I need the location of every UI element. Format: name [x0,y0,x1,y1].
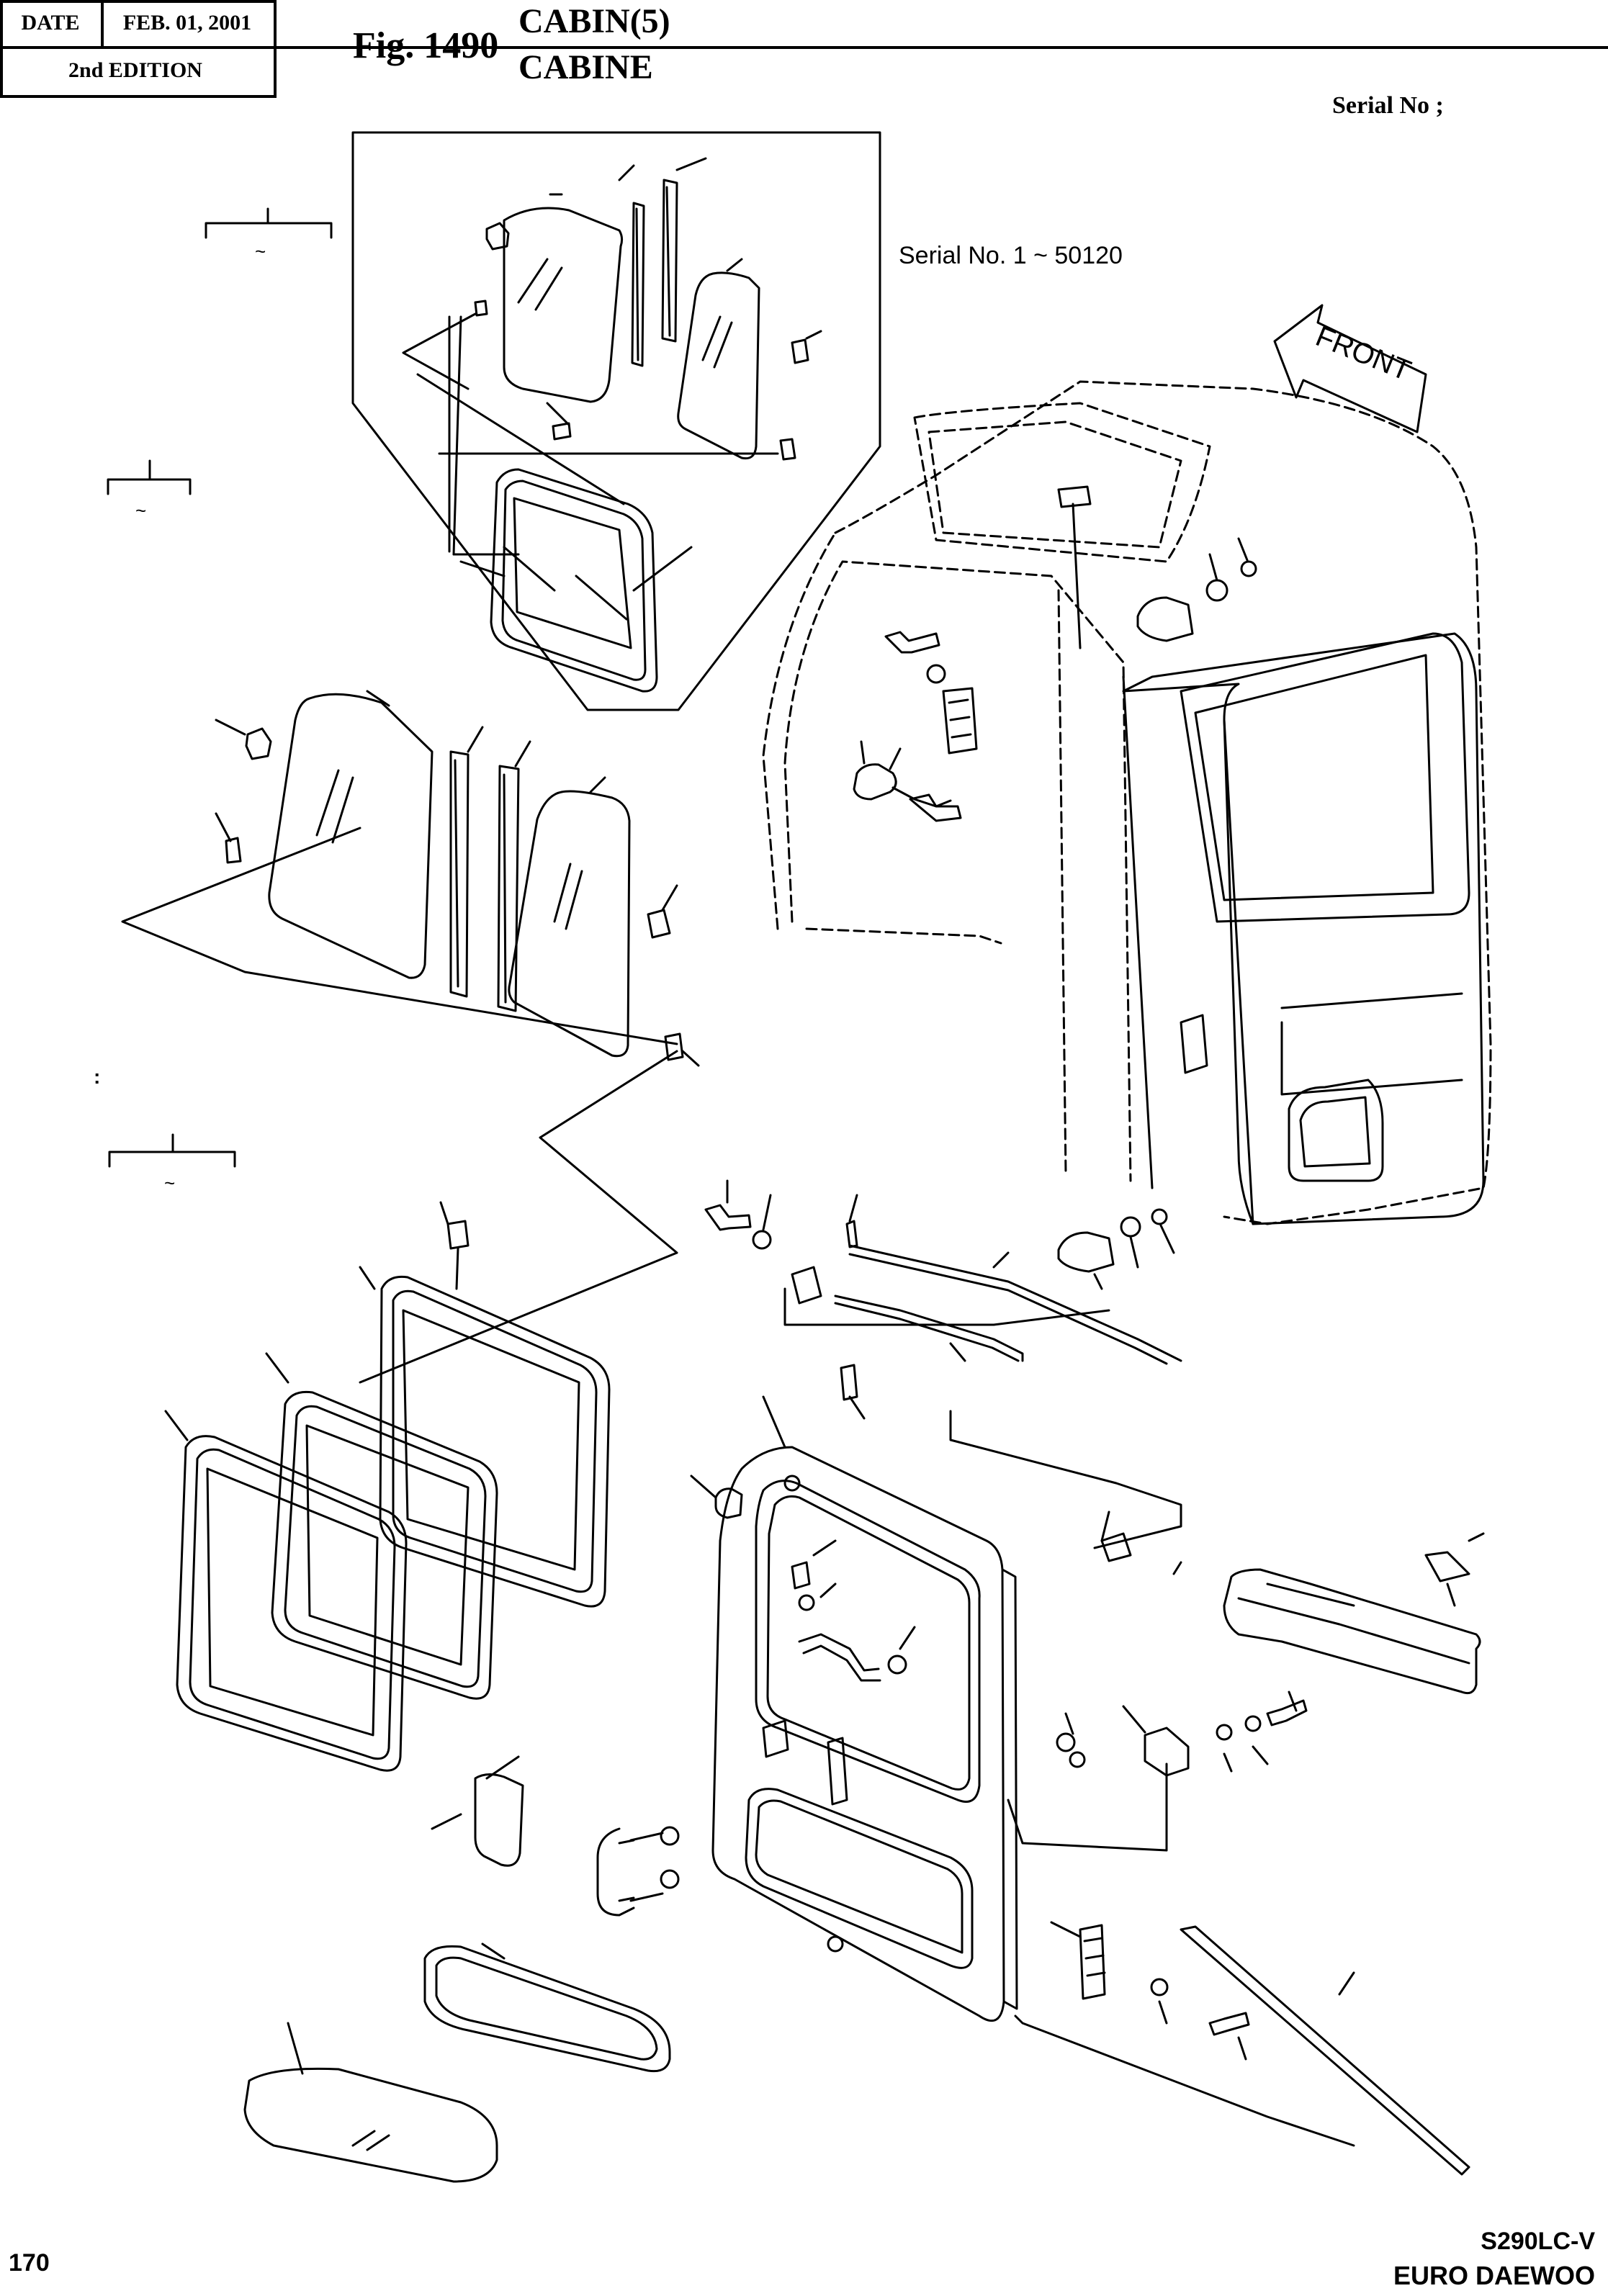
door-lower-opening [746,1789,972,1968]
seal-block [448,1221,468,1248]
lock-pin [847,1221,857,1247]
small-window-seal [425,1946,670,2071]
front-arrow-label: FRONT [1311,320,1415,387]
small-window-glass [245,2068,497,2182]
side-glass-2 [509,791,629,1056]
inset-fitting-1 [487,223,508,249]
door-striker [1102,1534,1131,1561]
latch-plate [854,765,896,799]
u-handle [598,1829,634,1915]
bracket-1 [206,209,331,238]
inset-window-seal [491,469,657,691]
door-lock-unit [792,1267,821,1303]
inset-fitting-3 [792,340,808,363]
side-fitting-1 [246,729,271,759]
door-bumper [716,1489,742,1518]
bracket-2 [108,461,190,494]
side-fitting-4 [665,1034,683,1060]
door-bolt-1 [792,1562,809,1588]
window-seal-outer-3 [177,1436,406,1771]
interior-lamp-upper [1138,598,1192,641]
inset-channel-1 [632,203,644,366]
bolt-2 [910,795,961,821]
door-check-bracket [1426,1552,1469,1581]
colon-mark: : [94,1066,101,1088]
hinge-bolt [1210,2013,1249,2035]
grab-handle [799,1634,879,1670]
door-rod-1 [850,1246,1181,1361]
bolt-3 [706,1205,750,1230]
page-number: 170 [9,2249,50,2277]
handle-cover [475,1774,523,1865]
cabin-door-panel [713,1447,1004,2021]
title-english: CABIN(5) [518,2,670,40]
edition-label: 2nd EDITION [68,58,202,82]
door-handle-recess [763,1721,788,1757]
brand-name: EURO DAEWOO [1393,2261,1595,2290]
bracket-mark-1: ~ [255,240,266,262]
door-weatherstrip [1181,1927,1469,2174]
inset-channel-2 [662,180,677,341]
door-window-opening [756,1481,979,1802]
interior-lamp-lower [1059,1233,1113,1271]
inset-fitting-2 [475,301,487,315]
inset-glass-1 [504,208,622,402]
serial-range-note: Serial No. 1 ~ 50120 [899,242,1123,269]
side-channel-2 [498,766,518,1011]
side-fitting-3 [648,910,670,937]
title-french: CABINE [518,48,653,86]
door-catch [1145,1728,1188,1775]
door-rod-2 [835,1296,1023,1361]
bracket-mark-2: ~ [135,500,147,521]
cabin-outline-solid [1123,634,1483,1224]
date-value: FEB. 01, 2001 [122,11,252,35]
model-name: S290LC-V [1481,2228,1595,2255]
cabin-roof-bracket [1059,487,1090,507]
door-hinge-lower [1080,1925,1105,1999]
front-arrow-icon [1275,305,1426,432]
window-seal-outer-2 [272,1392,497,1698]
detail-inset-frame [353,132,880,710]
header-info-box: DATE FEB. 01, 2001 2nd EDITION [0,0,1608,98]
side-glass-1 [269,694,432,978]
door-check-arm [1224,1570,1480,1693]
cabin-latch [1181,1015,1207,1073]
bracket-3 [109,1135,235,1166]
inset-block [553,423,570,439]
bolt-1 [886,632,939,652]
door-hinge-upper [943,688,976,753]
inset-fitting-4 [781,439,795,459]
cabin-outline-hidden [763,382,1491,1224]
window-seal-outer-1 [380,1277,609,1606]
serial-label: Serial No ; [1332,92,1444,119]
inset-glass-2 [678,273,759,459]
catch-bolt [1267,1701,1306,1725]
bracket-mark-3: ~ [164,1172,176,1194]
date-label: DATE [21,11,80,35]
side-fitting-2 [226,838,241,863]
lock-pin-2 [841,1365,857,1400]
cabin-lower-opening [1289,1080,1383,1181]
door-latch-plate [828,1738,847,1804]
side-channel-1 [451,752,468,996]
figure-number: Fig. 1490 [353,25,499,66]
